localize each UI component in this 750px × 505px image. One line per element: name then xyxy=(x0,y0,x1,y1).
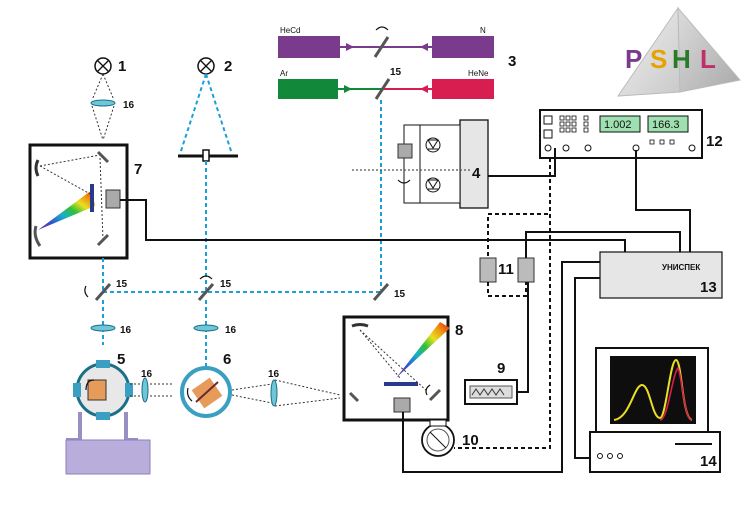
label-3: 3 xyxy=(508,53,516,70)
label-9: 9 xyxy=(497,360,505,377)
svg-text:H: H xyxy=(672,44,691,74)
label-1: 1 xyxy=(118,58,126,75)
label-5: 5 xyxy=(117,351,125,368)
sample-chamber-6 xyxy=(180,366,232,418)
rotate-arrow-top xyxy=(375,26,389,31)
laser-n2-label: N xyxy=(480,26,486,35)
mirror-bottom xyxy=(374,78,391,100)
sample-chamber-5 xyxy=(73,360,133,420)
label-11: 11 xyxy=(498,261,514,278)
laser-block: HeCd N Ar HeNe 15 3 xyxy=(278,26,516,100)
label-7: 7 xyxy=(134,161,142,178)
label-13: 13 xyxy=(700,279,717,296)
meter-value-left: 1.002 xyxy=(604,119,632,131)
label-16-c: 16 xyxy=(141,369,153,380)
label-2: 2 xyxy=(224,58,232,75)
lens-16-d xyxy=(270,379,278,407)
computer-14 xyxy=(589,347,721,473)
laser-n2 xyxy=(432,36,494,58)
modulator-4 xyxy=(352,119,489,209)
splitter-15-c xyxy=(372,283,390,301)
laser-ar-label: Ar xyxy=(280,69,288,78)
laser-hecd-label: HeCd xyxy=(280,26,300,35)
unispec-label: УНИСПЕК xyxy=(662,263,700,272)
photodetector-10 xyxy=(421,419,455,457)
cryostat-base xyxy=(65,439,151,475)
meter-12: 1.002 166.3 xyxy=(539,109,703,159)
lens-16-c xyxy=(141,377,149,403)
label-4: 4 xyxy=(472,165,481,182)
label-16-a: 16 xyxy=(120,325,132,336)
svg-text:P: P xyxy=(625,44,642,74)
label-16-lamp1: 16 xyxy=(123,100,135,111)
label-14: 14 xyxy=(700,453,717,470)
pshl-logo: P S H L xyxy=(617,6,741,97)
splitter-15-a xyxy=(94,283,112,301)
lens-16-lamp1 xyxy=(90,99,116,107)
mirror-top xyxy=(373,36,390,58)
label-15-c: 15 xyxy=(394,289,406,300)
label-16-d: 16 xyxy=(268,369,280,380)
lamp-2 xyxy=(197,57,215,75)
device-11b xyxy=(517,257,535,283)
splitter-15-b xyxy=(197,283,215,301)
lens-16-b xyxy=(193,324,219,332)
label-16-b: 16 xyxy=(225,325,237,336)
device-11a xyxy=(479,257,497,283)
label-12: 12 xyxy=(706,133,723,150)
label-6: 6 xyxy=(223,351,231,368)
lens-16-a xyxy=(90,324,116,332)
label-15-b: 15 xyxy=(220,279,232,290)
label-8: 8 xyxy=(455,322,463,339)
svg-text:S: S xyxy=(650,44,667,74)
meter-value-right: 166.3 xyxy=(652,119,680,131)
label-10: 10 xyxy=(462,432,479,449)
meter-display-right xyxy=(647,115,689,133)
splitter-15-top: 15 xyxy=(390,67,402,78)
unispec-13 xyxy=(599,251,723,299)
svg-text:L: L xyxy=(700,44,716,74)
laser-hecd xyxy=(278,36,340,58)
laser-hene-label: HeNe xyxy=(468,69,489,78)
laser-ar xyxy=(278,79,338,99)
label-15-a: 15 xyxy=(116,279,128,290)
laser-hene xyxy=(432,79,494,99)
meter-display-left xyxy=(599,115,641,133)
lamp-1 xyxy=(94,57,112,75)
